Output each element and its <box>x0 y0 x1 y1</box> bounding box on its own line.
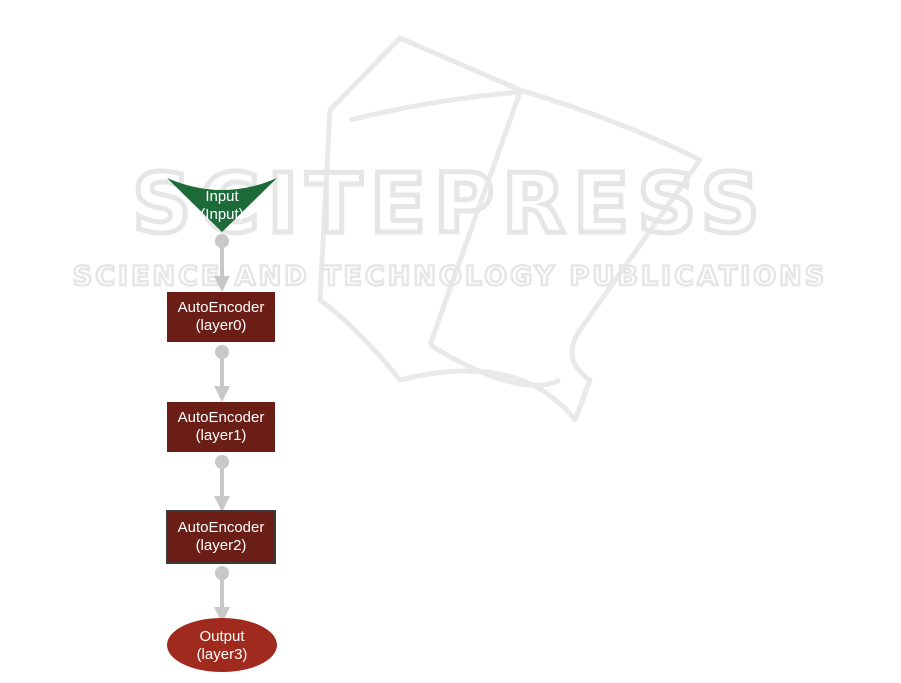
layer1-node-name: AutoEncoder <box>178 409 265 427</box>
edge-layer1-layer2 <box>215 455 229 504</box>
edge-input-layer0 <box>215 234 229 284</box>
layer2-node[interactable]: AutoEncoder (layer2) <box>166 510 276 564</box>
input-node-name: Input <box>172 188 272 206</box>
layer1-node-type: (layer1) <box>196 427 247 445</box>
output-node-label: Output (layer3) <box>172 628 272 664</box>
edge-layer2-output <box>215 566 229 615</box>
layer0-node[interactable]: AutoEncoder (layer0) <box>167 292 275 342</box>
layer1-node[interactable]: AutoEncoder (layer1) <box>167 402 275 452</box>
input-node-type: (Input) <box>172 206 272 224</box>
output-node-type: (layer3) <box>172 646 272 664</box>
layer2-node-type: (layer2) <box>196 537 247 555</box>
output-node-name: Output <box>172 628 272 646</box>
layer0-node-type: (layer0) <box>196 317 247 335</box>
layer2-node-name: AutoEncoder <box>178 519 265 537</box>
edge-layer0-layer1 <box>215 345 229 394</box>
layer0-node-name: AutoEncoder <box>178 299 265 317</box>
input-node-label: Input (Input) <box>172 188 272 224</box>
